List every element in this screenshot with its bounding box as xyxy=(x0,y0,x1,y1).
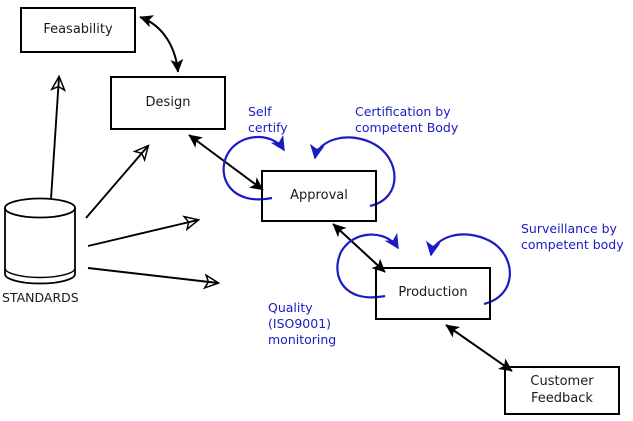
edge-production-customer-feedback xyxy=(445,324,513,372)
loop-quality-arc xyxy=(336,232,399,299)
edge-standards-feasability xyxy=(51,77,59,200)
annotation-certification-by-competent-body: Certification by competent Body xyxy=(355,104,459,135)
loop-certification-arc xyxy=(309,136,396,208)
annotation-surveillance-by-competent-body: Surveillance by competent body xyxy=(521,221,624,252)
node-design[interactable]: Design xyxy=(110,76,226,130)
node-approval[interactable]: Approval xyxy=(261,170,377,222)
node-customer-feedback[interactable]: Customer Feedback xyxy=(504,366,620,415)
edge-approval-production xyxy=(332,223,386,273)
loop-self-certify-arc xyxy=(222,134,285,201)
edge-standards-design xyxy=(85,146,148,219)
edge-standards-approval xyxy=(87,220,198,247)
annotation-quality-iso9001-monitoring: Quality (ISO9001) monitoring xyxy=(268,300,337,347)
node-standards-label: STANDARDS xyxy=(2,290,79,305)
standards-cylinder-shape xyxy=(4,197,76,285)
loop-surveillance-arc xyxy=(425,233,511,306)
node-design-label: Design xyxy=(145,94,191,110)
node-production-label: Production xyxy=(398,285,468,301)
edge-design-approval xyxy=(188,134,264,191)
node-production[interactable]: Production xyxy=(375,267,491,320)
edge-feasability-design xyxy=(139,15,184,73)
annotation-self-certify: Self certify xyxy=(248,104,288,135)
node-feasability-label: Feasability xyxy=(43,21,113,37)
node-customer-feedback-label: Customer Feedback xyxy=(530,374,594,406)
node-approval-label: Approval xyxy=(290,187,348,203)
node-feasability[interactable]: Feasability xyxy=(20,7,136,53)
edge-standards-production xyxy=(87,267,218,283)
